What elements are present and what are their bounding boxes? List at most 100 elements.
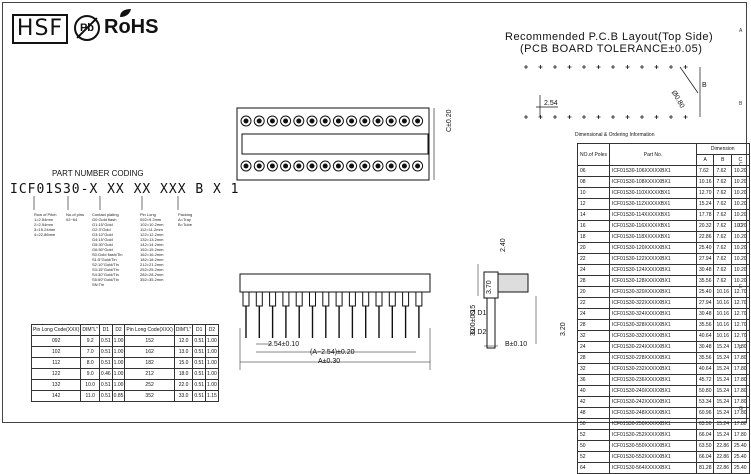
- pcb-hole-mark: [567, 65, 572, 69]
- pin-long-cell: 1.00: [111, 346, 126, 358]
- ordering-cell: 27.94: [695, 253, 715, 265]
- pin-long-cell: 1.00: [111, 335, 126, 347]
- zone-f: F: [739, 345, 743, 351]
- ordering-cell: 22.86: [713, 462, 732, 474]
- ordering-cell: ICF01S30-110XXXXXBX1: [608, 187, 697, 199]
- ordering-cell: 24: [577, 264, 610, 276]
- pin-long-header: D2: [111, 324, 126, 336]
- ordering-cell: 10.20: [731, 253, 750, 265]
- dim-320: 3.20: [560, 322, 567, 336]
- side-pin-body: [309, 291, 316, 307]
- ordering-cell: 10.16: [695, 176, 715, 188]
- ordering-cell: 22: [577, 297, 610, 309]
- pin-long-cell: 142: [30, 390, 82, 402]
- side-pin-body: [269, 291, 277, 307]
- side-pin-body: [335, 291, 343, 307]
- pin-long-cell: 092: [30, 335, 82, 347]
- ordering-cell: 53.34: [695, 396, 715, 408]
- ordering-cell: 7.62: [713, 275, 732, 287]
- pin-long-cell: 1.00: [205, 368, 219, 380]
- ordering-cell: 10.20: [731, 176, 750, 188]
- socket-contact: [322, 163, 328, 169]
- pin-long-cell: 1.00: [205, 335, 219, 347]
- ordering-cell: 36: [577, 374, 610, 386]
- rohs-logo: RoHS: [104, 16, 159, 38]
- pin-long-header: DIM"L": [80, 324, 100, 336]
- socket-top-view: [236, 107, 435, 181]
- col-a: A: [695, 154, 715, 166]
- ordering-cell: 22.86: [713, 440, 732, 452]
- socket-contact: [243, 163, 249, 169]
- ordering-cell: 63.50: [695, 440, 715, 452]
- ordering-cell: 22.86: [713, 451, 732, 463]
- ordering-cell: 64: [577, 462, 610, 474]
- ordering-cell: 52: [577, 451, 610, 463]
- pin-long-cell: 0.51: [98, 379, 113, 391]
- pin-long-cell: 1.00: [205, 357, 219, 369]
- pin-long-cell: 252: [124, 379, 175, 391]
- ordering-cell: ICF01S30-242XXXXXBX1: [608, 396, 697, 408]
- ordering-cell: 12.70: [695, 187, 715, 199]
- dim-b: B±0.10: [505, 341, 528, 348]
- pin-long-cell: 9.0: [80, 368, 100, 380]
- ordering-cell: 08: [577, 176, 610, 188]
- ordering-cell: 10.16: [713, 330, 732, 342]
- ordering-cell: 15.24: [713, 429, 732, 441]
- ordering-cell: 12.70: [731, 330, 750, 342]
- ordering-cell: 10.20: [731, 275, 750, 287]
- socket-contact: [256, 163, 262, 169]
- ordering-cell: 27.94: [695, 297, 715, 309]
- side-pin-body: [362, 291, 370, 307]
- layout-title: Recommended P.C.B Layout(Top Side): [505, 31, 714, 43]
- socket-contact: [283, 163, 289, 169]
- pcb-hole-mark: [683, 65, 688, 69]
- ordering-cell: 7.62: [713, 242, 732, 254]
- ordering-cell: 12.70: [731, 319, 750, 331]
- ordering-cell: 15.24: [713, 341, 732, 353]
- ordering-cell: 40: [577, 385, 610, 397]
- pin-long-header: D2: [205, 324, 219, 336]
- socket-contact: [322, 118, 328, 124]
- ordering-cell: 35.56: [695, 275, 715, 287]
- ordering-cell: 15.24: [713, 418, 732, 430]
- ordering-cell: 7.62: [713, 209, 732, 221]
- ordering-cell: 17.78: [695, 209, 715, 221]
- ordering-cell: 52: [577, 429, 610, 441]
- socket-contact: [309, 118, 315, 124]
- pin-long-cell: 112: [30, 357, 82, 369]
- ordering-cell: 17.80: [731, 363, 750, 375]
- pin-long-cell: 7.0: [80, 346, 100, 358]
- ordering-cell: 63.50: [695, 418, 715, 430]
- ordering-cell: ICF01S30-236XXXXXBX1: [608, 374, 697, 386]
- ordering-cell: ICF01S30-550XXXXXBX1: [608, 440, 697, 452]
- ordering-cell: 10.20: [731, 264, 750, 276]
- ordering-cell: 10.16: [713, 319, 732, 331]
- ordering-cell: 20.32: [695, 220, 715, 232]
- code-leaders: [33, 196, 179, 210]
- layout-subtitle: (PCB BOARD TOLERANCE±0.05): [520, 43, 703, 55]
- ordering-cell: ICF01S30-250XXXXXBX1: [608, 418, 697, 430]
- ordering-cell: 25.40: [695, 242, 715, 254]
- ordering-cell: ICF01S30-112XXXXXBX1: [608, 198, 697, 210]
- pin-long-cell: 18.0: [173, 368, 194, 380]
- zone-g: G: [739, 406, 743, 412]
- socket-contact: [309, 163, 315, 169]
- ordering-cell: 17.80: [731, 429, 750, 441]
- dim-a-minus: (A−2.54)±0.20: [310, 349, 355, 356]
- ordering-cell: ICF01S30-118XXXXXBX1: [608, 231, 697, 243]
- dim-d2: Ø D2: [470, 329, 487, 336]
- ordering-cell: 24: [577, 308, 610, 320]
- ordering-cell: 32: [577, 330, 610, 342]
- ordering-cell: 40.64: [695, 330, 715, 342]
- col-pins: NO.of Poles: [577, 143, 610, 166]
- pin-long-cell: 0.51: [192, 346, 207, 358]
- zone-a: A: [739, 28, 743, 34]
- socket-contact: [388, 163, 394, 169]
